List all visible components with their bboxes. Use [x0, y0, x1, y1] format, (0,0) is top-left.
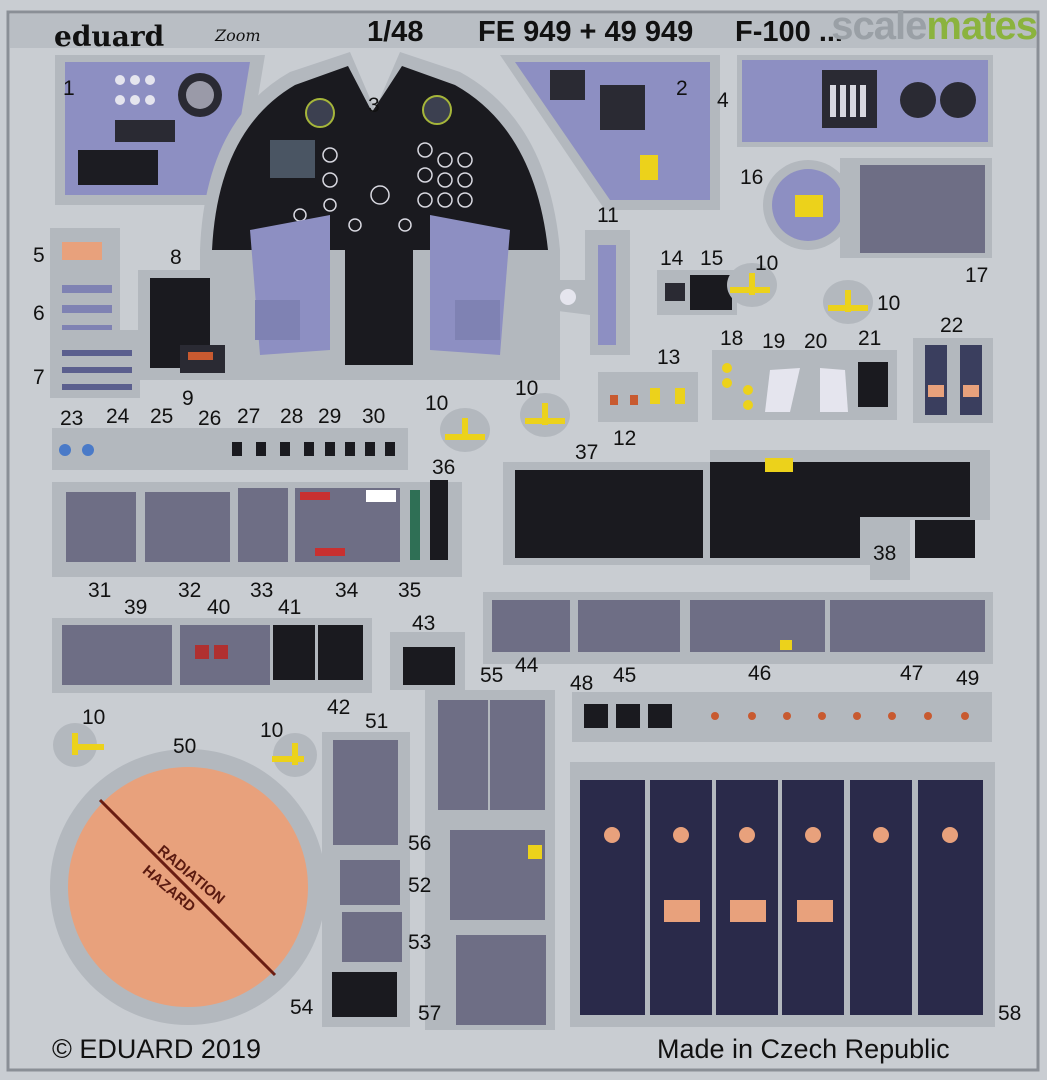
part-44-47-panels [483, 592, 993, 664]
part-label: 37 [575, 441, 599, 464]
part-10-knobs [72, 273, 868, 765]
zoom-logo: Zoom [215, 26, 261, 45]
part-label: 10 [515, 377, 539, 400]
part-label: 32 [178, 579, 202, 602]
part-37-38-main-panel [503, 450, 990, 580]
copyright-text: © EDUARD 2019 [52, 1034, 261, 1064]
part-label: 44 [515, 654, 539, 677]
part-23-30-switch-strip [52, 428, 408, 470]
part-label: 10 [260, 719, 284, 742]
part-label: 7 [33, 366, 45, 389]
part-label: 42 [327, 696, 351, 719]
part-4-panel [737, 55, 993, 147]
part-58-racks [570, 762, 995, 1027]
part-label: 39 [124, 596, 148, 619]
part-label: 33 [250, 579, 274, 602]
part-label: 2 [676, 77, 688, 100]
part-label: 13 [657, 346, 681, 369]
part-8-9-panel [138, 270, 233, 380]
part-label: 58 [998, 1002, 1022, 1025]
part-label: 1 [63, 77, 75, 100]
part-label: 17 [965, 264, 989, 287]
part-label: 46 [748, 662, 772, 685]
part-label: 9 [182, 387, 194, 410]
origin-text: Made in Czech Republic [657, 1034, 950, 1064]
part-51-54-panels [322, 732, 410, 1027]
part-3-main-instrument-panel [200, 52, 560, 380]
header-strip [10, 14, 1036, 48]
part-label: 54 [290, 996, 314, 1019]
part-43-57-column [390, 632, 555, 1030]
part-label: 4 [717, 89, 729, 112]
part-14-15-panel [657, 270, 737, 315]
part-label: 57 [418, 1002, 442, 1025]
part-label: 47 [900, 662, 924, 685]
part-label: 12 [613, 427, 637, 450]
part-label: 31 [88, 579, 112, 602]
part-label: 10 [425, 392, 449, 415]
part-label: 36 [432, 456, 456, 479]
part-2-side-console [500, 55, 720, 210]
part-label: 24 [106, 405, 130, 428]
scalemates-watermark: scalemates [831, 4, 1038, 48]
part-label: 43 [412, 612, 436, 635]
part-label: 16 [740, 166, 764, 189]
part-label: 10 [877, 292, 901, 315]
part-label: 52 [408, 874, 432, 897]
part-22-handles [913, 338, 993, 423]
part-label: 18 [720, 327, 744, 350]
part-label: 19 [762, 330, 786, 353]
part-label: 40 [207, 596, 231, 619]
part-label: 26 [198, 407, 222, 430]
part-label: 53 [408, 931, 432, 954]
part-label: 38 [873, 542, 897, 565]
scale-label: 1/48 [367, 16, 424, 48]
part-label: 25 [150, 405, 174, 428]
part-label: 34 [335, 579, 359, 602]
part-label: 10 [755, 252, 779, 275]
part-1-side-console [55, 55, 265, 205]
part-label: 11 [597, 204, 619, 227]
part-label: 10 [82, 706, 106, 729]
part-label: 5 [33, 244, 45, 267]
part-16-17-panels [763, 158, 992, 258]
fret-frame [6, 10, 1040, 1072]
part-11-lever [550, 230, 630, 355]
part-label: 56 [408, 832, 432, 855]
part-label: 35 [398, 579, 422, 602]
kit-title: F-100 ... [735, 16, 843, 48]
eduard-logo: eduard [54, 20, 165, 53]
part-label: 48 [570, 672, 594, 695]
part-label: 20 [804, 330, 828, 353]
part-label: 3 [368, 94, 380, 117]
part-39-42-panels [52, 618, 372, 693]
part-label: 50 [173, 735, 197, 758]
part-label: 22 [940, 314, 964, 337]
part-label: 6 [33, 302, 45, 325]
part-12-13-switches [598, 372, 698, 422]
part-50-radiation-hatch [50, 749, 326, 1025]
part-label: 23 [60, 407, 84, 430]
part-48-49-strip [572, 692, 992, 742]
part-18-21-panels [712, 350, 897, 420]
part-label: 45 [613, 664, 637, 687]
part-label: 29 [318, 405, 342, 428]
part-label: 28 [280, 405, 304, 428]
part-31-36-panels [52, 480, 462, 577]
part-5-6-7-strip [50, 228, 140, 398]
part-label: 27 [237, 405, 261, 428]
part-label: 14 [660, 247, 684, 270]
part-label: 49 [956, 667, 980, 690]
part-label: 51 [365, 710, 389, 733]
product-code: FE 949 + 49 949 [478, 16, 694, 48]
part-label: 8 [170, 246, 182, 269]
part-label: 15 [700, 247, 724, 270]
part-label: 41 [278, 596, 302, 619]
part-label: 55 [480, 664, 504, 687]
part-label: 21 [858, 327, 882, 350]
part-label: 30 [362, 405, 386, 428]
